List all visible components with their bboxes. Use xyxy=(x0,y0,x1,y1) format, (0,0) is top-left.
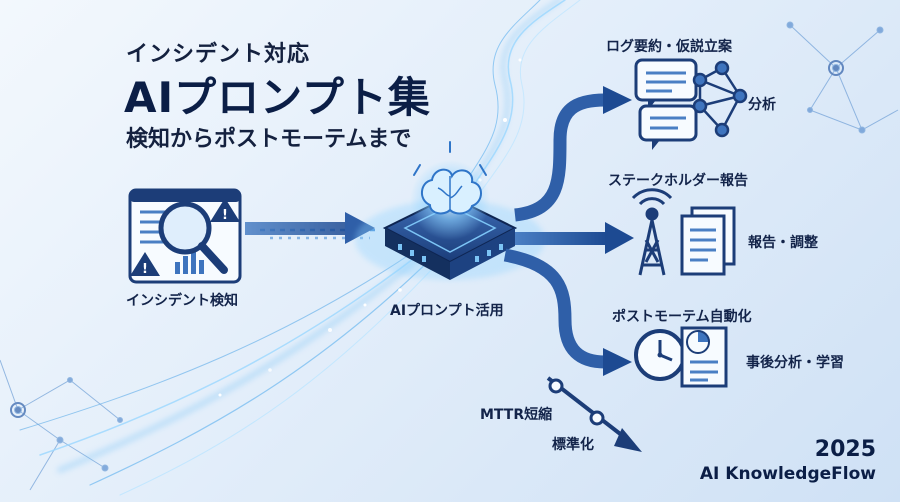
label-mttr: MTTR短縮 xyxy=(480,407,553,423)
clock-icon xyxy=(634,329,686,381)
page-title: AIプロンプト集 xyxy=(124,73,431,122)
footer-year: 2025 xyxy=(814,437,876,462)
label-analysis: 分析 xyxy=(748,97,776,113)
warning-icon xyxy=(130,252,160,276)
network-decoration-top-right xyxy=(786,21,899,134)
label-retrospective: 事後分析・学習 xyxy=(746,355,844,371)
label-stakeholder: ステークホルダー報告 xyxy=(608,173,748,189)
arrow-to-log-summary xyxy=(514,86,632,222)
report-chart-icon xyxy=(680,326,728,388)
light-stream-lines xyxy=(19,0,581,496)
label-standardize: 標準化 xyxy=(552,437,594,453)
documents-icon xyxy=(680,206,736,276)
radio-tower-icon xyxy=(631,188,673,276)
network-decoration-bottom-left xyxy=(0,359,123,491)
label-ai-hub: AIプロンプト活用 xyxy=(390,303,504,319)
footer-brand: AI KnowledgeFlow xyxy=(699,464,876,484)
outcome-arrow xyxy=(546,376,642,452)
page-subtitle: 検知からポストモーテムまで xyxy=(126,127,412,152)
warning-icon xyxy=(210,198,240,222)
label-postmortem: ポストモーテム自動化 xyxy=(612,309,752,325)
incident-detection-icon: ! ! xyxy=(128,188,242,284)
arrow-to-postmortem xyxy=(503,248,632,376)
brain-icon xyxy=(410,141,490,240)
header-kicker: インシデント対応 xyxy=(126,42,311,67)
label-report: 報告・調整 xyxy=(748,235,818,251)
label-detection: インシデント検知 xyxy=(126,293,238,309)
label-log-summary: ログ要約・仮説立案 xyxy=(606,39,732,55)
chat-bubbles-icon xyxy=(634,58,698,150)
svg-text:!: ! xyxy=(222,208,228,223)
arrow-to-stakeholder xyxy=(515,222,634,254)
svg-text:!: ! xyxy=(142,262,148,277)
network-graph-icon xyxy=(692,60,748,138)
